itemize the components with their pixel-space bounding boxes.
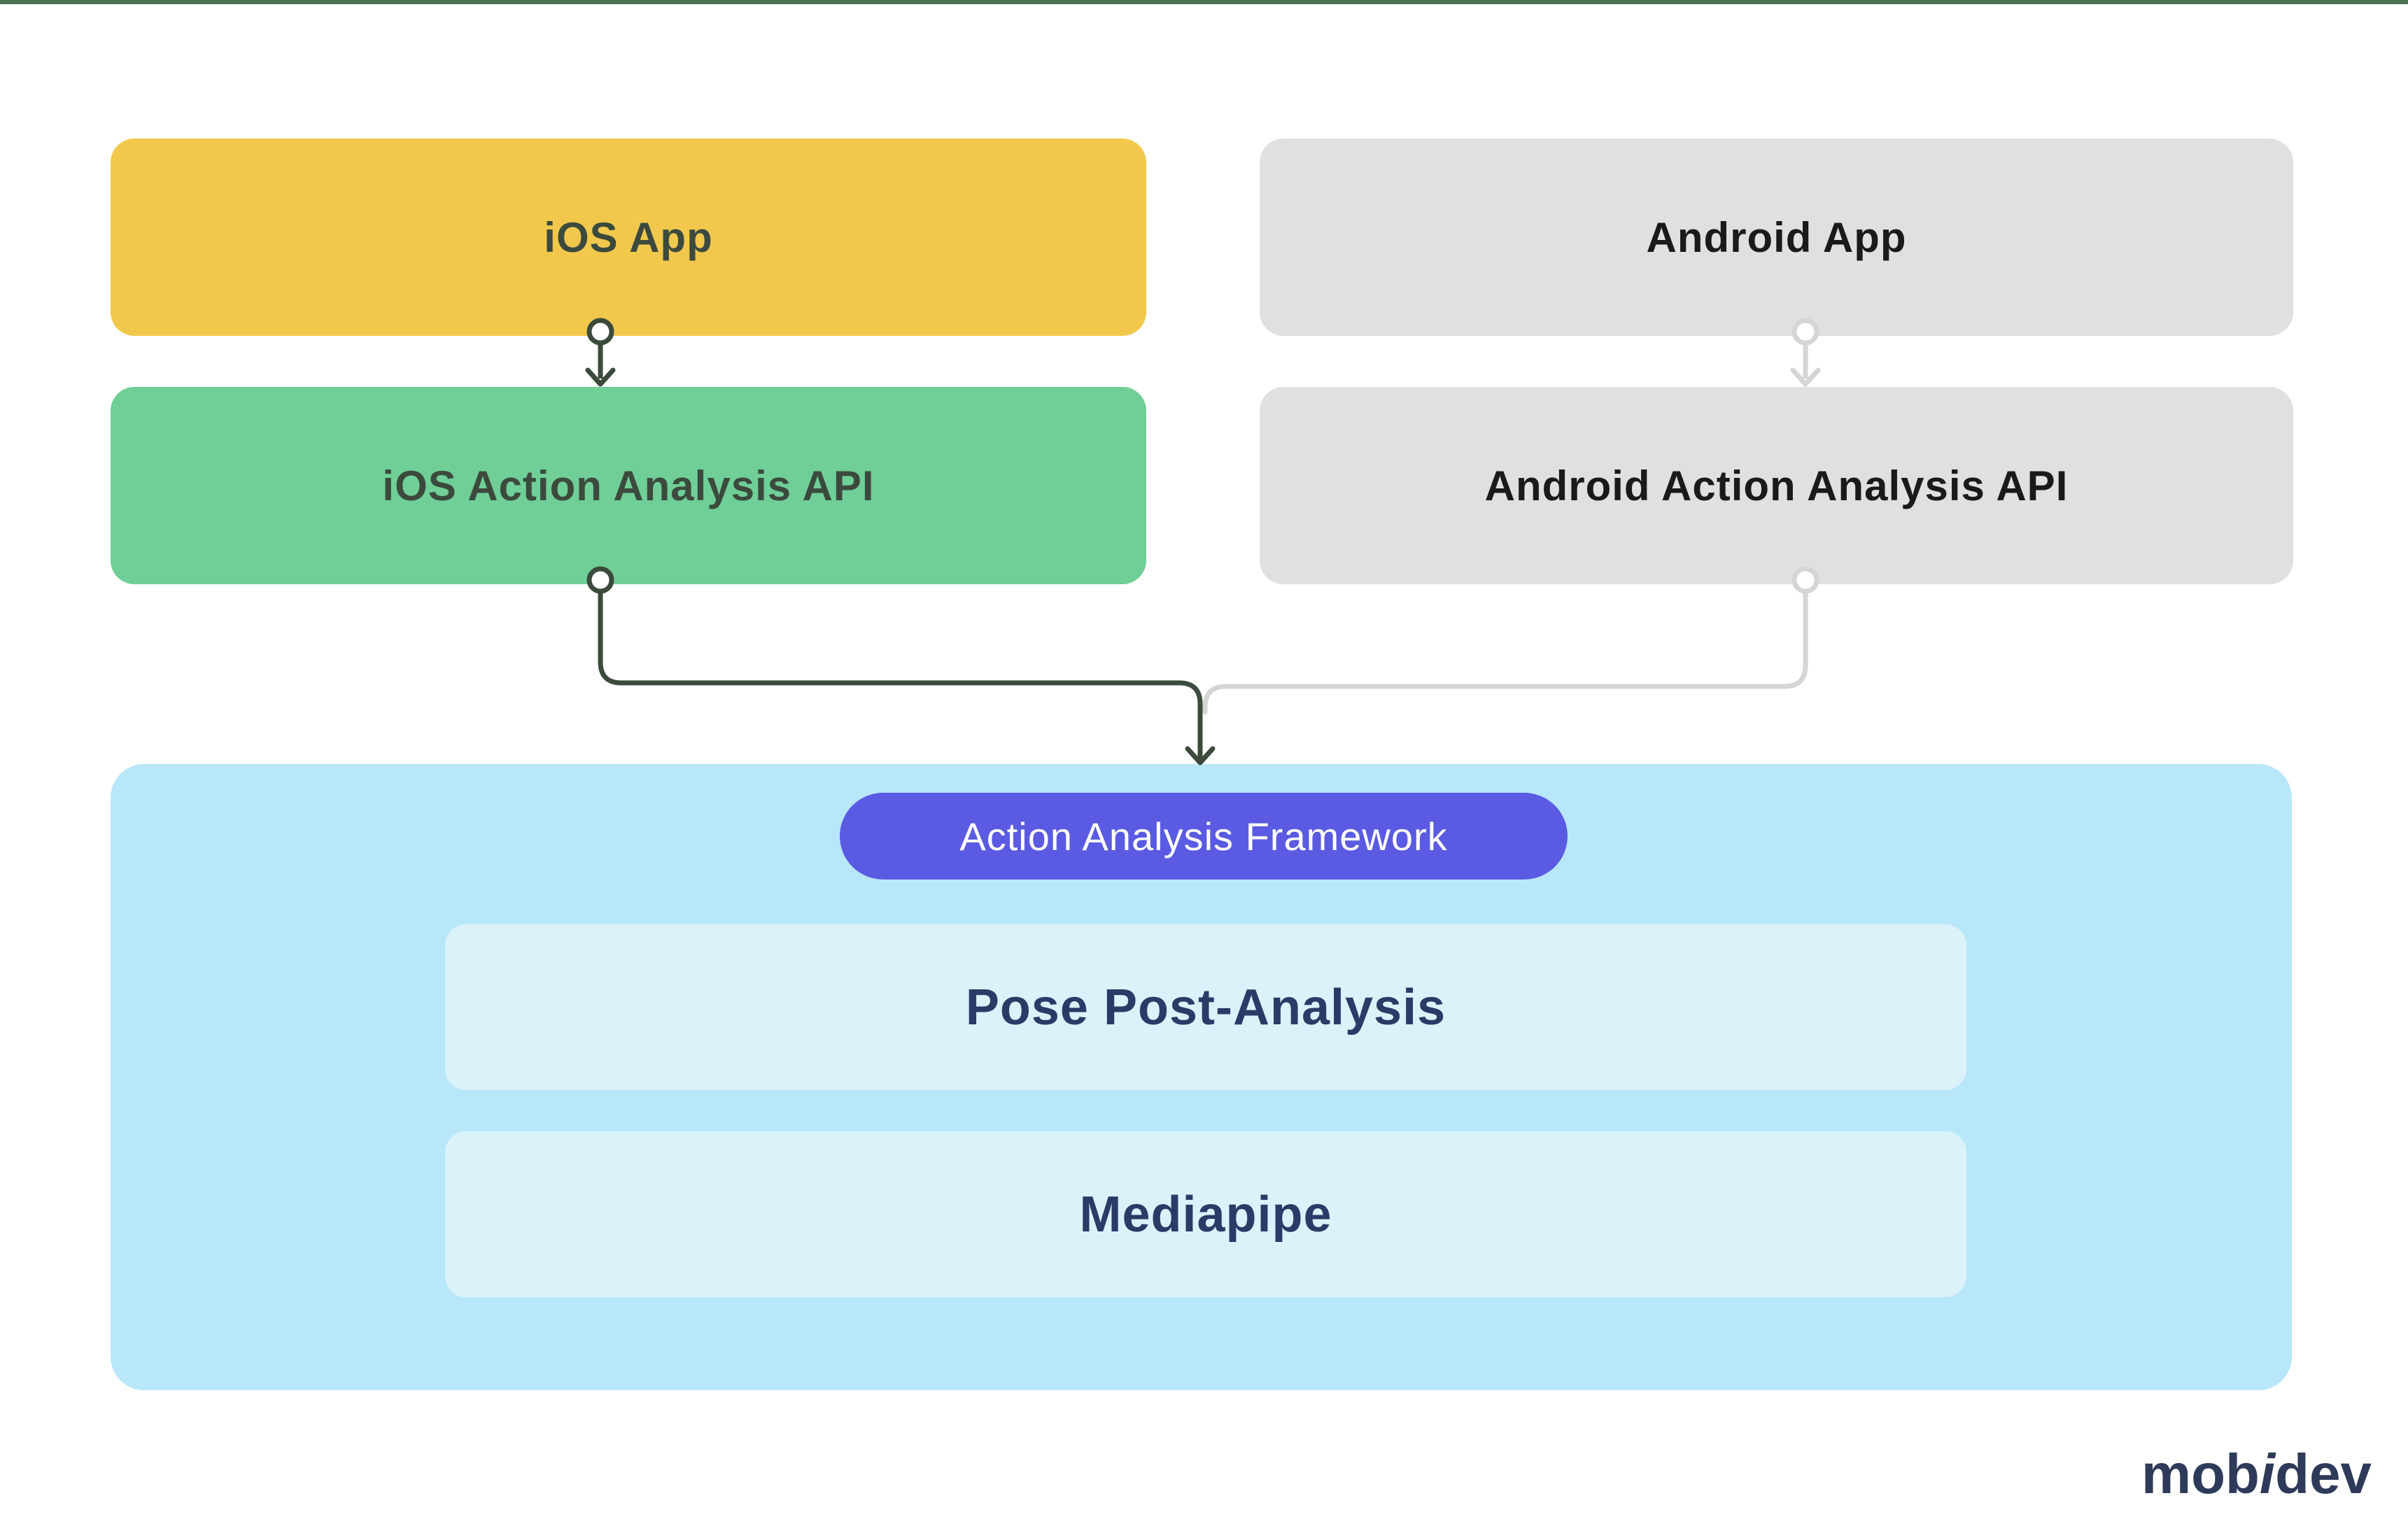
framework-container: Action Analysis Framework Pose Post-Anal… [111, 764, 2292, 1390]
node-ios-app-label: iOS App [544, 213, 713, 261]
framework-pill-label: Action Analysis Framework [959, 814, 1448, 859]
node-mediapipe: Mediapipe [445, 1131, 1966, 1297]
framework-pill: Action Analysis Framework [840, 793, 1568, 879]
mobidev-logo-i: i [2259, 1443, 2276, 1505]
mobidev-logo: mobidev [2141, 1442, 2372, 1506]
pose-post-analysis-label: Pose Post-Analysis [965, 979, 1446, 1036]
node-ios-app: iOS App [111, 139, 1146, 336]
node-ios-api-label: iOS Action Analysis API [382, 462, 875, 509]
connector-ios-api-to-framework [586, 566, 1216, 765]
node-pose-post-analysis: Pose Post-Analysis [445, 924, 1966, 1090]
mediapipe-label: Mediapipe [1079, 1186, 1332, 1243]
connector-android-api-to-framework [1202, 566, 1819, 715]
arrowhead-down-icon [1185, 746, 1216, 765]
node-android-api-label: Android Action Analysis API [1484, 462, 2069, 509]
top-accent-bar [0, 0, 2408, 4]
arrowhead-down-icon [585, 367, 616, 387]
node-android-app-label: Android App [1646, 213, 1907, 261]
node-android-action-analysis-api: Android Action Analysis API [1260, 387, 2293, 584]
mobidev-logo-prefix: mob [2141, 1443, 2260, 1505]
node-ios-action-analysis-api: iOS Action Analysis API [111, 387, 1146, 584]
node-android-app: Android App [1260, 139, 2293, 336]
arrowhead-down-icon [1790, 367, 1821, 387]
mobidev-logo-suffix: dev [2275, 1443, 2372, 1505]
